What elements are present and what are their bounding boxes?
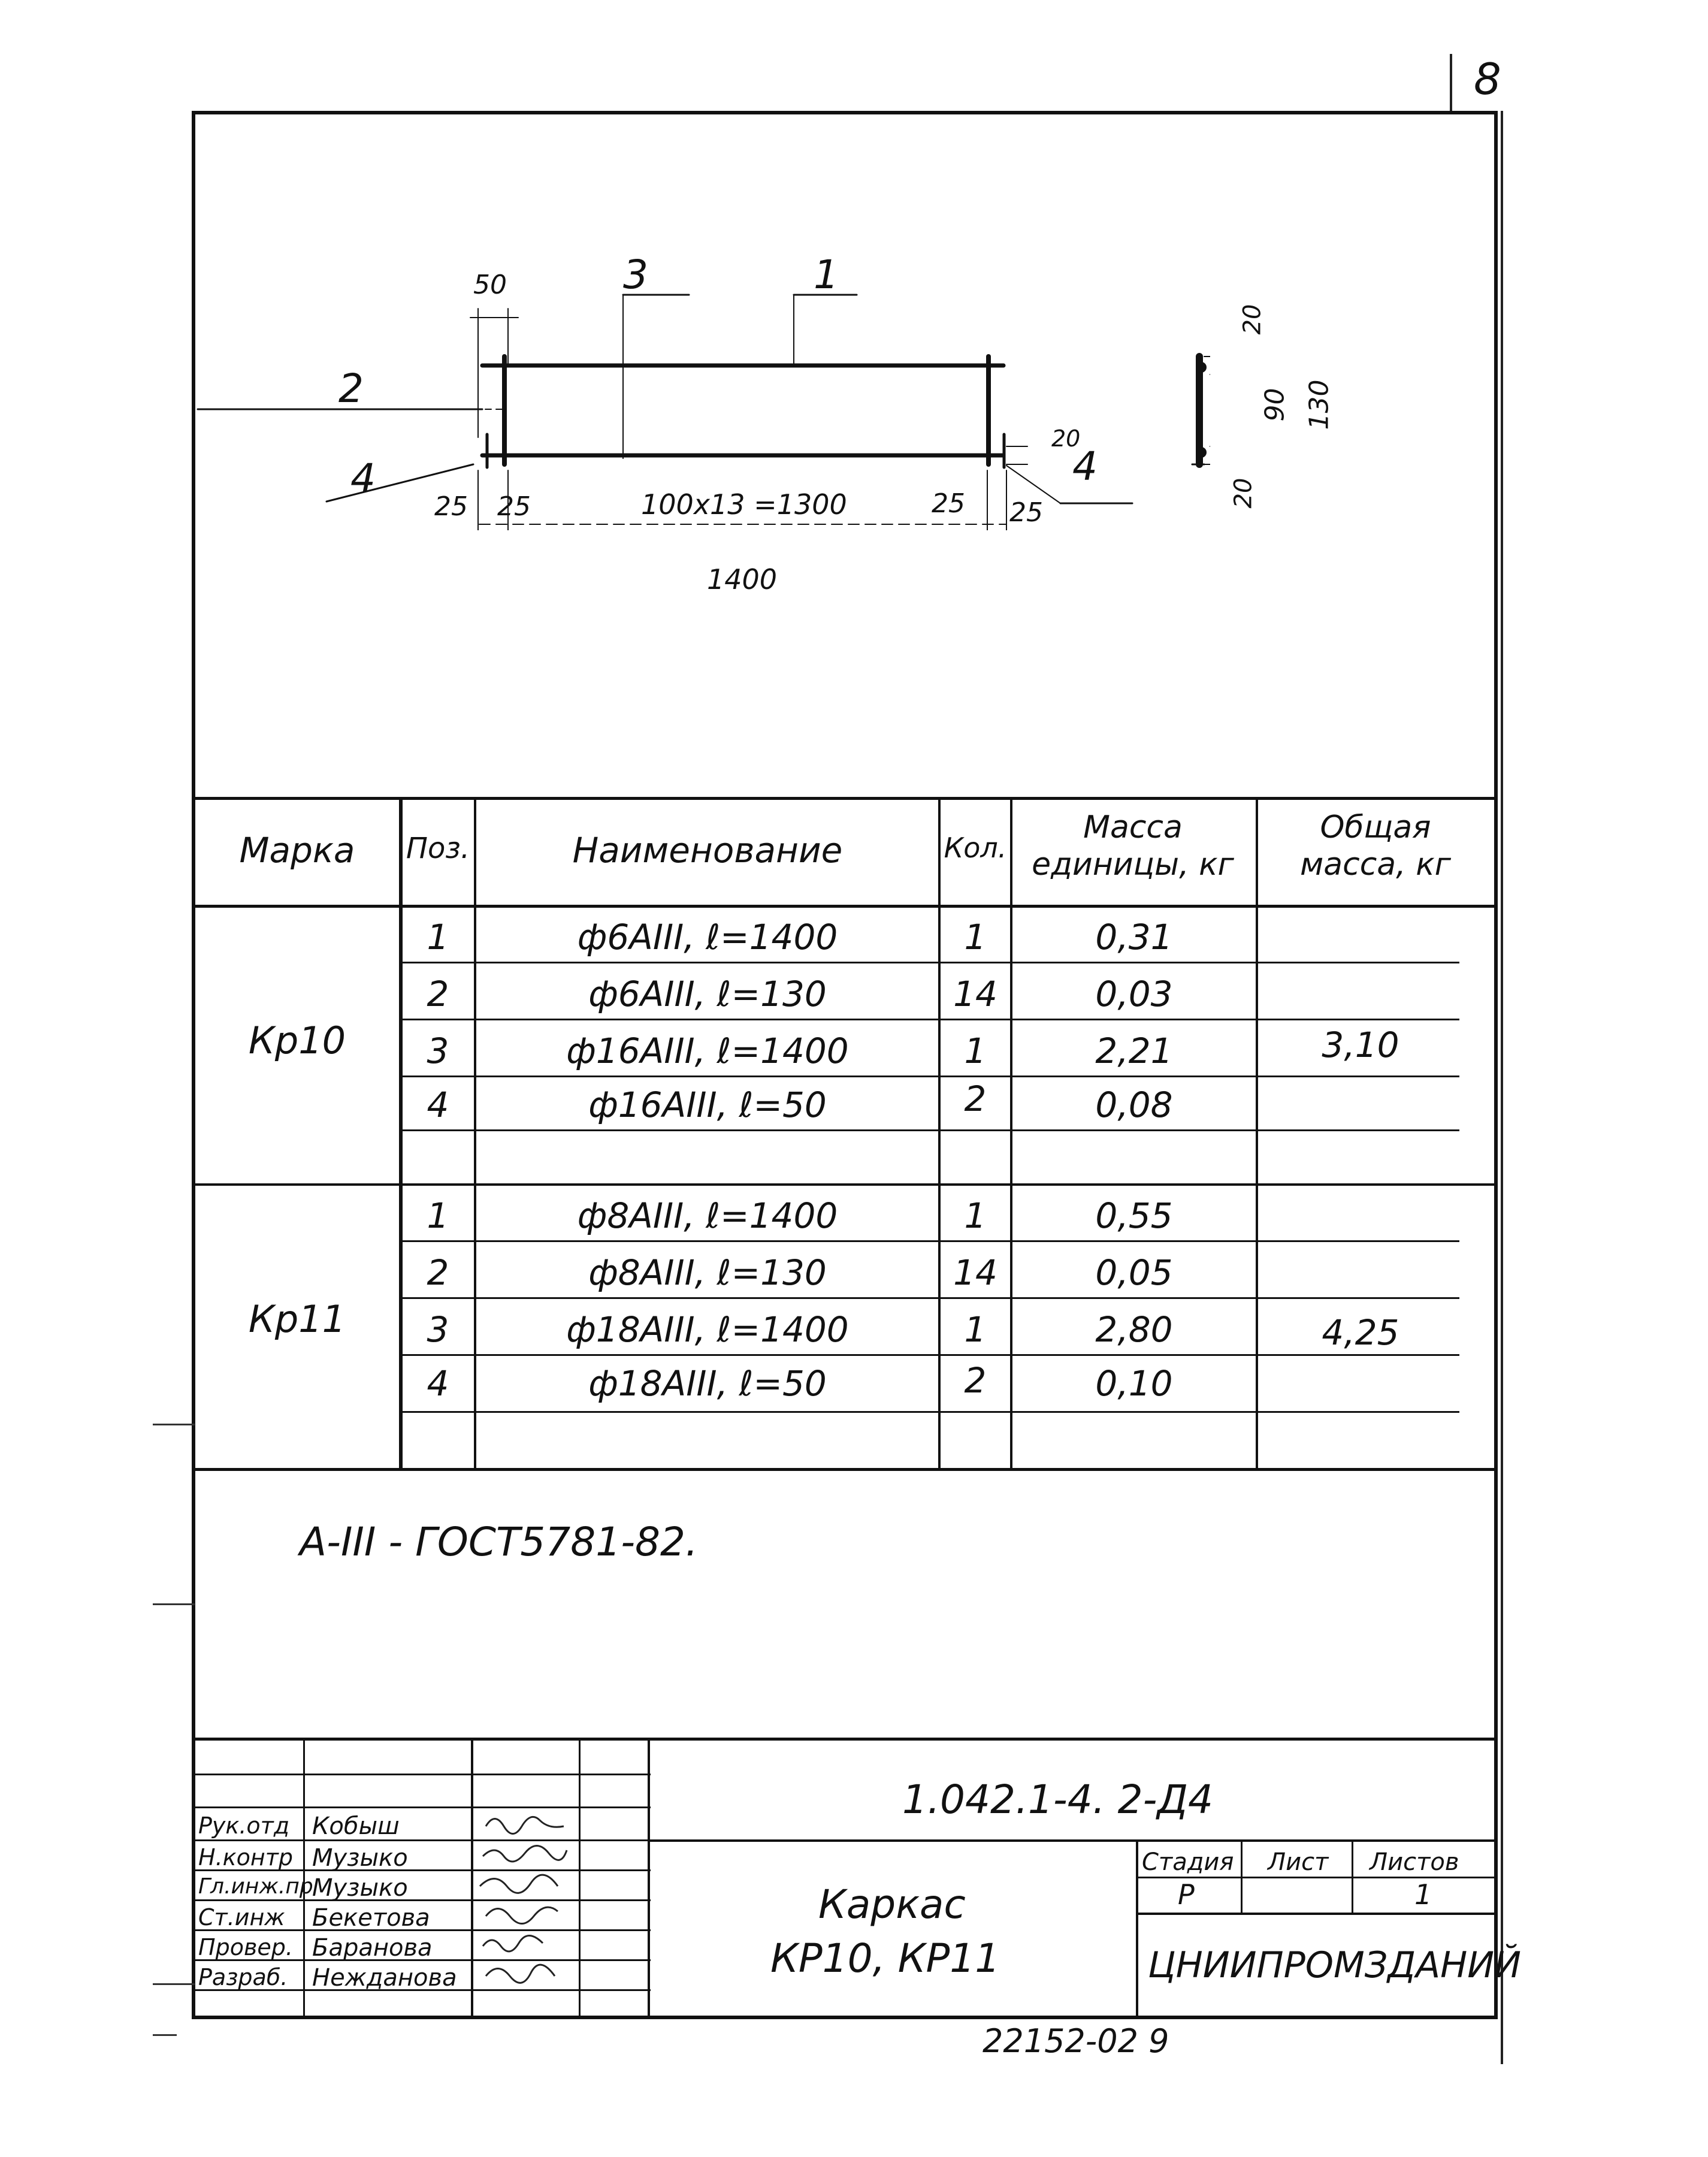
sec-dim-130: 130 — [1304, 379, 1335, 430]
table-row-pos: 2 — [427, 974, 449, 1014]
table-row-pos: 1 — [427, 917, 449, 957]
spec-table: Марка Поз. Наименование Кол. Масса едини… — [195, 797, 1494, 1471]
staff-role: Разраб. — [198, 1964, 288, 1990]
header-total-mass: Общая масса, кг — [1300, 809, 1451, 883]
staff-name: Музыко — [312, 1874, 408, 1902]
table-row-name: ф8АIII, ℓ=130 — [588, 1252, 827, 1293]
pos-label-2: 2 — [338, 365, 364, 412]
table-row-pos: 2 — [427, 1252, 449, 1293]
stage-value: Р — [1178, 1878, 1195, 1911]
table-row-mass: 0,08 — [1095, 1084, 1173, 1125]
dim-25-left-inner: 25 — [497, 491, 531, 522]
page-number-divider — [1450, 54, 1452, 114]
staff-role: Рук.отд — [198, 1812, 290, 1839]
table-row-qty: 1 — [964, 1031, 987, 1071]
dim-total: 1400 — [707, 563, 778, 596]
header-pos: Поз. — [406, 832, 470, 865]
header-qty: Кол. — [944, 832, 1007, 864]
table-row-qty: 1 — [964, 917, 987, 957]
pos-label-4-left: 4 — [350, 455, 376, 502]
table-row-mass: 2,21 — [1095, 1031, 1173, 1071]
steel-note: А-III - ГОСТ5781-82. — [300, 1519, 698, 1565]
table-row-name: ф8АIII, ℓ=1400 — [577, 1195, 838, 1236]
table-row-name: ф16АIII, ℓ=50 — [588, 1084, 827, 1125]
pos-label-3: 3 — [623, 252, 648, 298]
title-line-1: Каркас — [818, 1881, 966, 1928]
dim-gap-20: 20 — [1051, 425, 1081, 452]
sheet-frame-right-edge — [1501, 111, 1503, 2064]
cage-drawing — [197, 294, 1210, 530]
sec-dim-20-bottom: 20 — [1229, 478, 1257, 509]
table-row-name: ф18АIII, ℓ=1400 — [566, 1309, 849, 1350]
table-row-mass: 2,80 — [1095, 1309, 1173, 1350]
table-row-qty: 14 — [953, 974, 997, 1014]
total-mass-kr11: 4,25 — [1322, 1312, 1399, 1353]
title-line-2: КР10, КР11 — [770, 1935, 1000, 1981]
staff-name: Нежданова — [312, 1964, 457, 1992]
header-name: Наименование — [572, 830, 843, 871]
table-row-mass: 0,31 — [1095, 917, 1173, 957]
staff-role: Н.контр — [198, 1844, 293, 1871]
staff-role: Провер. — [198, 1934, 293, 1960]
table-row-pos: 4 — [427, 1084, 449, 1125]
dim-25-right-outer: 25 — [1009, 497, 1043, 528]
organization: ЦНИИПРОМЗДАНИЙ — [1148, 1944, 1522, 1986]
table-row-name: ф18АIII, ℓ=50 — [588, 1363, 827, 1404]
table-row-qty: 1 — [964, 1309, 987, 1350]
mark-kr11: Кр11 — [248, 1297, 346, 1341]
dim-50: 50 — [473, 270, 507, 300]
table-row-name: ф6АIII, ℓ=1400 — [577, 917, 838, 957]
header-mark: Марка — [239, 830, 355, 871]
total-mass-kr10: 3,10 — [1322, 1025, 1399, 1065]
header-unit-mass: Масса единицы, кг — [1032, 809, 1234, 883]
table-row-name: ф16АIII, ℓ=1400 — [566, 1031, 849, 1071]
staff-name: Баранова — [312, 1934, 433, 1962]
margin-tick — [153, 2034, 177, 2036]
sheet-label: Лист — [1268, 1848, 1329, 1876]
table-row-pos: 4 — [427, 1363, 449, 1404]
pos-label-1: 1 — [814, 252, 839, 298]
table-row-qty: 2 — [964, 1078, 987, 1119]
staff-name: Кобыш — [312, 1812, 400, 1840]
drawing-designation: 1.042.1-4. 2-Д4 — [902, 1777, 1214, 1823]
table-row-mass: 0,05 — [1095, 1252, 1173, 1293]
stage-label: Стадия — [1142, 1848, 1234, 1876]
margin-tick — [153, 1983, 195, 1985]
table-row-pos: 3 — [427, 1309, 449, 1350]
staff-role: Гл.инж.пр — [198, 1874, 313, 1899]
mark-kr10: Кр10 — [248, 1019, 346, 1062]
table-row-qty: 2 — [964, 1360, 987, 1401]
staff-name: Музыко — [312, 1844, 408, 1872]
margin-tick — [153, 1603, 195, 1605]
pos-label-4-right: 4 — [1072, 443, 1098, 490]
sheet-frame — [192, 111, 1498, 2019]
dim-span: 100x13 =1300 — [641, 488, 847, 521]
archive-stamp-number: 22152-02 9 — [983, 2022, 1169, 2060]
sec-dim-20-top: 20 — [1238, 304, 1266, 335]
table-row-mass: 0,55 — [1095, 1195, 1173, 1236]
margin-tick — [153, 1424, 195, 1425]
page-number: 8 — [1474, 54, 1501, 104]
table-row-qty: 1 — [964, 1195, 987, 1236]
dim-25-left-outer: 25 — [434, 491, 468, 522]
staff-name: Бекетова — [312, 1904, 430, 1932]
sheets-label: Листов — [1370, 1848, 1459, 1876]
staff-role: Ст.инж — [198, 1904, 285, 1931]
sec-dim-90: 90 — [1259, 388, 1290, 422]
table-row-pos: 1 — [427, 1195, 449, 1236]
title-block: 1.042.1-4. 2-Д4 Каркас КР10, КР11 Стадия… — [195, 1738, 1521, 2019]
table-row-pos: 3 — [427, 1031, 449, 1071]
table-row-name: ф6АIII, ℓ=130 — [588, 974, 827, 1014]
table-row-mass: 0,03 — [1095, 974, 1173, 1014]
dim-25-right-inner: 25 — [932, 488, 965, 519]
table-row-qty: 14 — [953, 1252, 997, 1293]
table-row-mass: 0,10 — [1095, 1363, 1173, 1404]
sheets-value: 1 — [1414, 1878, 1432, 1911]
signatures — [479, 1815, 568, 1984]
